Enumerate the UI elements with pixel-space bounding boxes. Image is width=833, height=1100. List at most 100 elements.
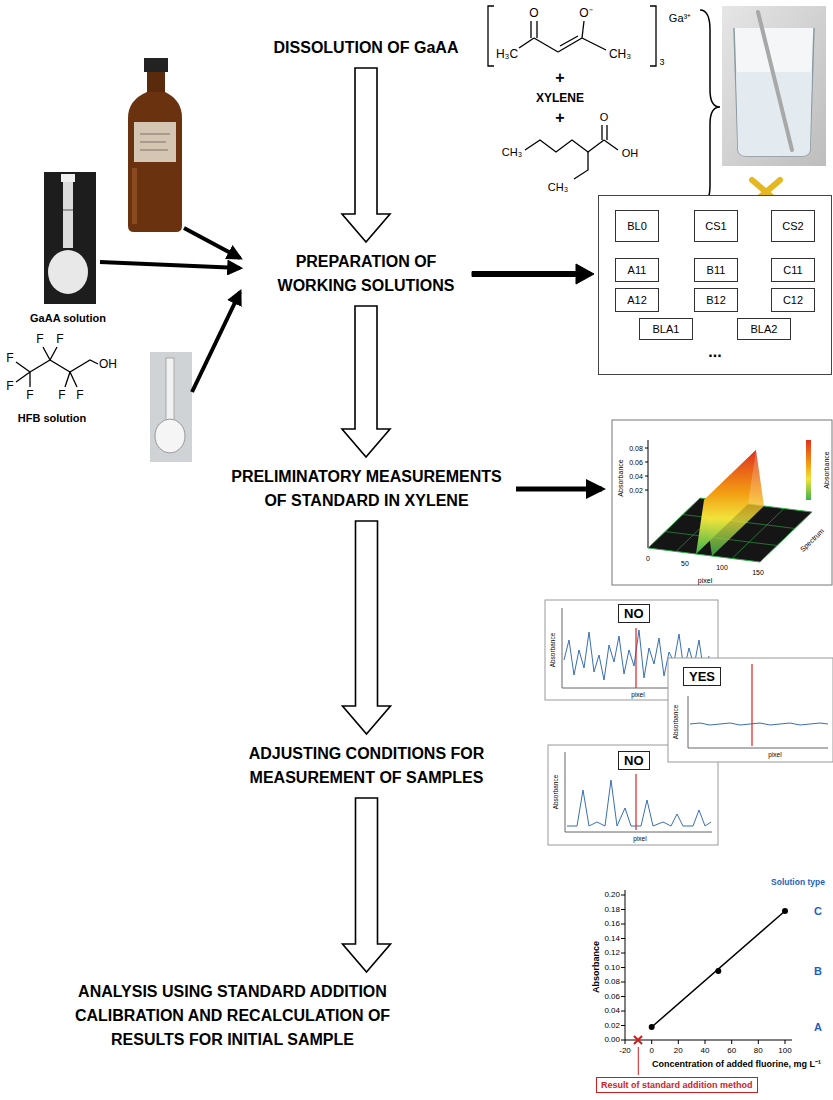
group-formula: CH₃: [609, 48, 631, 60]
calibration-chart: [649, 1024, 655, 1030]
input-arrow: [100, 262, 240, 268]
tick-label: 0.06: [629, 459, 643, 466]
process-step: ADJUSTING CONDITIONS FOR MEASUREMENT OF …: [224, 742, 509, 790]
calibration-chart: [782, 908, 788, 914]
step-text: ADJUSTING CONDITIONS FOR MEASUREMENT OF …: [224, 742, 509, 790]
group-formula: OH: [99, 358, 117, 370]
axis-title: Absorbance: [673, 705, 680, 740]
block-arrow: [343, 521, 391, 734]
axis-title: pixel: [633, 836, 646, 843]
block-arrow: [342, 68, 390, 242]
spectrum-3d-plot: [645, 448, 648, 490]
peaky-spectrum-chart: [567, 780, 711, 826]
flat-spectrum-chart: [668, 658, 833, 762]
process-step: PREPARATION OF WORKING SOLUTIONS: [266, 250, 466, 298]
tick-label: 0.16: [604, 920, 620, 928]
spectrum-3d-plot: [612, 420, 832, 585]
step-text: PRELIMINATORY MEASUREMENTS OF STANDARD I…: [224, 465, 509, 513]
solution-code: B12: [706, 295, 726, 306]
gaaa-structure: [650, 6, 656, 66]
solution-box: B12: [694, 288, 738, 312]
solution-code: BL0: [627, 221, 647, 232]
gaaa-flask-photo: [44, 172, 96, 304]
flat-spectrum-chart: [668, 658, 833, 762]
hfb-structure: [16, 362, 30, 387]
flask-label: GaAA solution: [30, 313, 106, 324]
tick-label: 0.10: [604, 964, 620, 972]
hfb-structure: [43, 347, 57, 360]
calibration-chart: [634, 1036, 642, 1044]
axis-title: Spectrum: [799, 527, 825, 553]
atom-symbol: O⁻: [579, 7, 592, 19]
process-step: DISSOLUTION OF GaAA: [246, 36, 486, 60]
group-formula: OH: [622, 148, 639, 159]
curly-brace: [700, 10, 720, 205]
tick-label: -20: [619, 1047, 631, 1055]
tick-label: 0.20: [604, 891, 620, 899]
step-text: ANALYSIS USING STANDARD ADDITION CALIBRA…: [65, 980, 400, 1052]
solution-box: C11: [771, 258, 815, 282]
flat-spectrum-chart: [688, 696, 828, 748]
tick-label: 0.08: [629, 445, 643, 452]
subscript-count: 3: [659, 58, 664, 67]
verdict-text: YES: [689, 668, 715, 685]
atom-symbol: F: [6, 380, 13, 392]
input-arrow: [184, 228, 240, 258]
solution-code: A11: [628, 265, 647, 276]
gaaa-flask-photo: [63, 182, 73, 248]
result-text: Result of standard addition method: [601, 1079, 753, 1091]
block-arrow: [342, 306, 390, 457]
spectrum-3d-plot: [806, 440, 811, 500]
tick-label: 0.02: [604, 1022, 620, 1030]
input-arrow: [100, 228, 602, 489]
axis-title: Absorbance: [592, 941, 601, 993]
axis-title: pixel: [698, 577, 712, 584]
amber-bottle: [140, 134, 170, 150]
solution-box: BLA2: [737, 318, 791, 340]
gaaa-structure: [558, 36, 582, 52]
amber-bottle: [147, 72, 165, 92]
atom-symbol: F: [6, 352, 13, 364]
ethylhexanoic-acid-structure: [574, 152, 588, 179]
axis-title: Absorbance: [617, 459, 624, 496]
atom-symbol: F: [56, 333, 63, 345]
calibration-chart: [638, 1047, 639, 1075]
solution-box: A11: [615, 258, 659, 282]
amber-bottle: [128, 92, 182, 232]
flat-spectrum-chart: [690, 723, 828, 725]
calibration-chart: [652, 911, 785, 1027]
beaker-photo: [722, 6, 826, 166]
plus-sign: +: [555, 110, 564, 126]
solution-code: B11: [707, 265, 726, 276]
solutions-panel: ...BL0CS1CS2A11B11C11A12B12C12BLA1BLA2: [598, 195, 832, 375]
solution-box: CS2: [771, 210, 815, 242]
gaaa-structure: [519, 38, 534, 48]
spectrum-3d-plot: [704, 450, 764, 556]
solution-box: A12: [615, 288, 659, 312]
series-letter: A: [814, 1022, 822, 1033]
tick-label: 80: [754, 1047, 763, 1055]
hfb-structure: [16, 347, 98, 387]
process-step: PRELIMINATORY MEASUREMENTS OF STANDARD I…: [224, 465, 509, 513]
axis-title: pixel: [768, 752, 781, 759]
ellipsis-text: ...: [599, 342, 831, 362]
tick-label: 0.08: [604, 978, 620, 986]
beaker-photo: [734, 28, 814, 156]
input-arrow: [192, 292, 240, 392]
curly-brace: [700, 10, 720, 205]
axis-title: Concentration of added fluorine, mg L⁻¹: [652, 1060, 821, 1069]
tick-label: 40: [701, 1047, 710, 1055]
reagent-name: XYLENE: [536, 92, 584, 104]
input-arrow: [516, 487, 602, 492]
tick-label: 0.06: [604, 993, 620, 1001]
calibration-chart: [621, 895, 625, 1040]
result-box: Result of standard addition method: [596, 1077, 758, 1093]
tick-label: 100: [778, 1047, 791, 1055]
amber-bottle: [132, 168, 137, 224]
axis-title: Absorbance: [823, 451, 830, 488]
atom-symbol: F: [58, 389, 65, 401]
tick-label: 150: [752, 569, 764, 576]
step-text: PREPARATION OF WORKING SOLUTIONS: [266, 250, 466, 298]
gaaa-structure: [582, 21, 584, 38]
